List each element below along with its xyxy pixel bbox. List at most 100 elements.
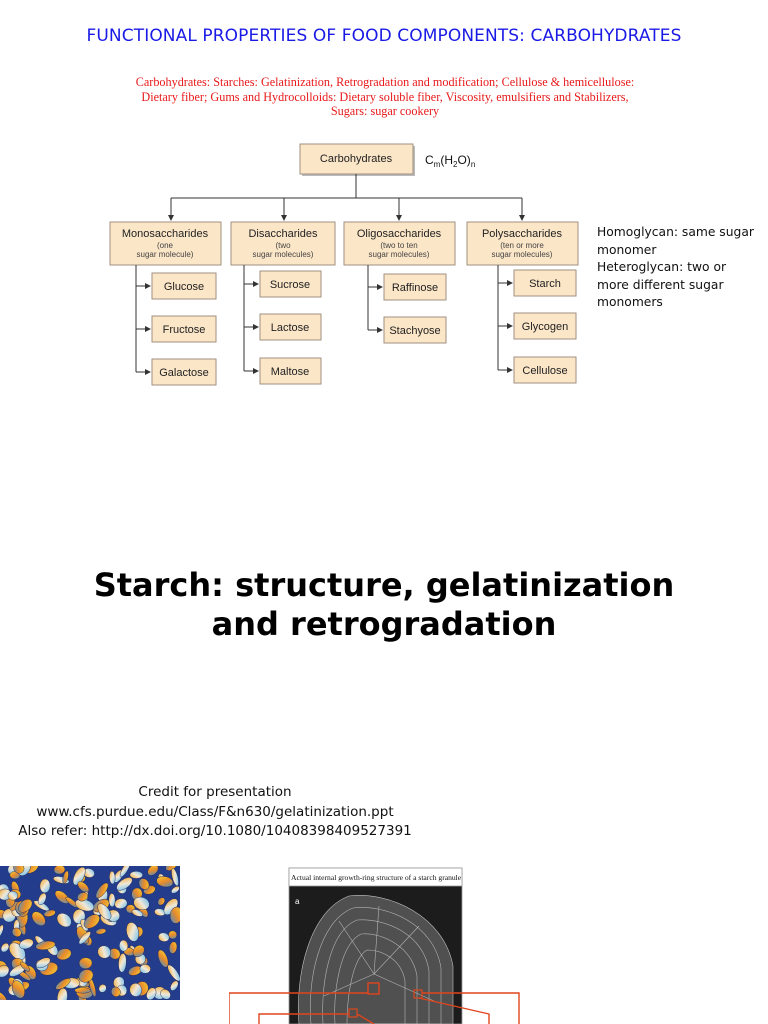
starch-granule [35,957,51,969]
svg-text:Maltose: Maltose [271,366,310,378]
starch-granule [110,986,121,997]
svg-text:Oligosaccharides: Oligosaccharides [357,228,442,240]
starch-granule-micrograph [0,866,180,1000]
svg-text:Fructose: Fructose [163,324,206,336]
credit-block: Credit for presentation www.cfs.purdue.e… [0,783,430,842]
starch-granule [171,868,179,887]
starch-granule [119,939,129,952]
starch-granule [83,914,100,929]
starch-granule [97,945,111,959]
starch-granule [167,964,180,982]
starch-granule [108,893,116,907]
starch-granule [19,938,34,950]
item-fructose: Fructose [151,315,217,343]
svg-text:Cellulose: Cellulose [522,365,567,377]
starch-granule [0,965,10,978]
starch-granule [20,961,30,972]
starch-granule [169,906,180,924]
starch-granule [62,870,69,884]
starch-granule [31,911,46,926]
item-glycogen: Glycogen [513,312,577,340]
item-galactose: Galactose [151,358,217,386]
starch-granule [72,866,86,886]
starch-granule [78,957,93,970]
item-stachyose: Stachyose [383,316,447,344]
glycan-definition-line: monomers [597,295,663,309]
starch-granule [0,991,8,1000]
item-maltose: Maltose [259,357,322,385]
topic-summary-line: Sugars: sugar cookery [330,104,440,118]
starch-granule [78,969,94,983]
starch-granule [74,987,91,994]
svg-text:Raffinose: Raffinose [392,282,438,294]
glycan-definition-line: Heteroglycan: two or [597,260,727,274]
starch-granule [131,909,144,917]
starch-granule [7,890,18,901]
starch-granule [38,892,47,906]
starch-granule [11,980,25,999]
svg-text:sugar molecule): sugar molecule) [137,250,194,259]
svg-text:Polysaccharides: Polysaccharides [482,228,563,240]
starch-granule [156,876,174,888]
svg-text:Monosaccharides: Monosaccharides [122,228,209,240]
glycan-definition-line: Homoglycan: same sugar [597,225,754,239]
starch-granule [13,866,25,874]
starch-granule [35,940,56,951]
topic-summary-line: Carbohydrates: Starches: Gelatinization,… [135,75,635,89]
svg-text:Glycogen: Glycogen [522,321,568,333]
credit-line: Credit for presentation [138,784,292,800]
starch-granule [77,892,89,902]
starch-granule [0,924,4,938]
svg-text:sugar molecules): sugar molecules) [492,250,553,259]
category-disaccharides: Disaccharides (two sugar molecules) [230,221,336,266]
starch-granule [0,942,10,953]
starch-granule [146,987,157,1000]
starch-granule [129,983,142,997]
svg-text:(ten or more: (ten or more [500,241,544,250]
starch-granule [169,941,178,954]
topic-summary-line: Dietary fiber; Gums and Hydrocolloids: D… [141,89,629,104]
figure-panel-letter: a [295,897,300,906]
svg-text:Sucrose: Sucrose [270,279,310,291]
starch-granule [11,927,22,937]
starch-granule [119,866,131,878]
starch-granule [56,913,72,928]
starch-granule [157,949,169,968]
starch-granule [168,930,178,940]
starch-granule [132,945,145,958]
starch-granule [95,882,109,899]
glycan-definition-line: monomer [597,242,657,257]
credit-source-link[interactable]: www.cfs.purdue.edu/Class/F&n630/gelatini… [36,803,394,820]
root-node: Carbohydrates [299,143,415,176]
topic-summary: Carbohydrates: Starches: Gelatinization,… [40,75,730,119]
starch-granule [78,931,91,945]
starch-granule [126,922,140,942]
starch-granule [57,987,68,1000]
starch-granule [74,898,95,912]
svg-text:(two: (two [275,241,291,250]
category-oligosaccharides: Oligosaccharides (two to ten sugar molec… [343,221,456,266]
svg-text:Starch: Starch [529,278,561,290]
starch-granule [170,980,179,991]
section-heading: Starch: structure, gelatinization and re… [0,566,768,644]
starch-granule [43,909,56,917]
starch-granule [56,948,72,961]
item-lactose: Lactose [259,313,322,341]
item-cellulose: Cellulose [513,356,577,384]
svg-text:(one: (one [157,241,174,250]
starch-granule [118,953,127,973]
section-heading-line: and retrogradation [211,605,557,643]
starch-granule [116,877,133,891]
starch-granule [97,903,112,920]
page-title: FUNCTIONAL PROPERTIES OF FOOD COMPONENTS… [86,26,682,46]
svg-text:sugar molecules): sugar molecules) [253,250,314,259]
root-label: Carbohydrates [320,153,393,165]
starch-granule [133,896,150,910]
glycan-definition-line: more different sugar [597,277,724,292]
starch-granule [39,878,51,893]
carbohydrate-formula: Cm(H2O)n [425,153,475,169]
starch-granule [147,866,159,876]
starch-granule [139,964,151,974]
category-polysaccharides: Polysaccharides (ten or more sugar molec… [466,221,579,266]
credit-doi-link[interactable]: Also refer: http://dx.doi.org/10.1080/10… [18,823,412,839]
